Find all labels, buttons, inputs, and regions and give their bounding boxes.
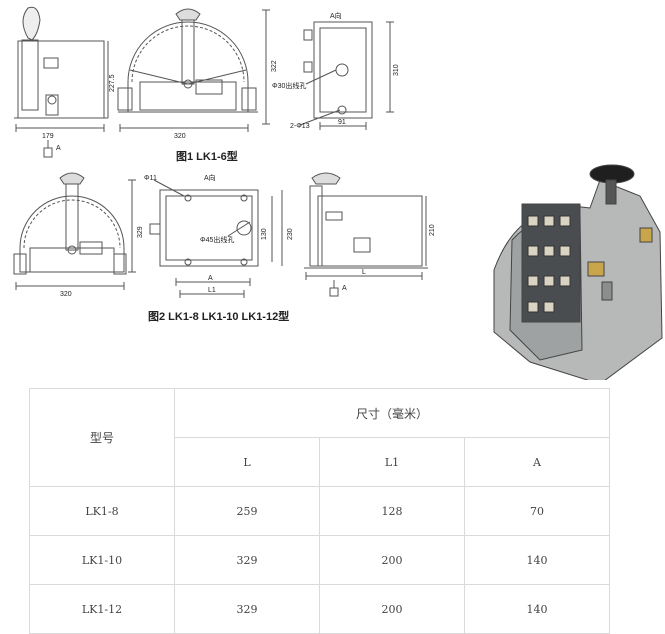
fig1-hole-note: Φ30出线孔 (272, 81, 306, 90)
fig1-a-view (299, 21, 394, 130)
row-value-L1: 128 (319, 486, 465, 536)
row-value-L: 329 (174, 535, 320, 585)
fig1-dim-322: 322 (271, 60, 278, 72)
fig2-dim-320: 320 (60, 291, 72, 298)
fig2-dim-A: A (208, 275, 213, 282)
fig1-a-dir: A向 (330, 11, 342, 20)
fig1-dim-310: 310 (393, 64, 400, 76)
fig2-front-view (13, 172, 136, 290)
row-model: LK1-10 (29, 535, 175, 585)
row-value-A: 140 (463, 584, 611, 634)
technical-drawings: 179 320 227.5 322 310 91 A向 Φ30出线孔 2-Φ13… (13, 6, 663, 380)
fig2-dim-L: L (362, 269, 366, 276)
fig1-dim-91: 91 (338, 119, 346, 126)
fig1-side-view (14, 6, 109, 158)
size-header: 尺寸（毫米） (173, 388, 611, 438)
row-value-L: 329 (174, 584, 320, 634)
model-header: 型号 (29, 388, 175, 487)
fig1-caption: 图1 LK1-6型 (176, 151, 238, 163)
fig1-dim-320: 320 (174, 133, 186, 140)
fig1-dim-179: 179 (42, 133, 54, 140)
row-value-A: 140 (463, 535, 611, 585)
table-row: LK1-8 259 128 70 (29, 486, 611, 536)
row-value-A: 70 (463, 486, 611, 536)
fig1-bolt-note: 2-Φ13 (290, 123, 310, 130)
row-model: LK1-8 (29, 486, 175, 536)
fig2-dim-L1: L1 (208, 287, 216, 294)
row-value-L1: 200 (319, 535, 465, 585)
table-row: LK1-12 329 200 140 (29, 584, 611, 634)
fig2-d11-note: Φ11 (144, 175, 157, 182)
fig2-dim-210: 210 (429, 224, 436, 236)
table-row: LK1-10 329 200 140 (29, 535, 611, 585)
product-photo (493, 164, 663, 380)
row-value-L1: 200 (319, 584, 465, 634)
fig1-front-view (117, 8, 270, 132)
fig1-dim-227: 227.5 (109, 74, 116, 92)
row-model: LK1-12 (29, 584, 175, 634)
fig2-dim-329: 329 (137, 226, 144, 238)
fig2-hole-note: Φ45出线孔 (200, 235, 234, 244)
col-header-A: A (463, 437, 611, 487)
col-header-L: L (174, 437, 320, 487)
row-value-L: 259 (174, 486, 320, 536)
fig2-side-view (304, 172, 428, 297)
fig2-dim-230: 230 (287, 228, 294, 240)
dimension-table: 型号 尺寸（毫米） L L1 A LK1-8 259 128 70 LK1-10… (29, 388, 611, 634)
fig2-dim-130: 130 (261, 228, 268, 240)
col-header-L1: L1 (319, 437, 465, 487)
fig2-arrow-a: A (342, 285, 347, 292)
fig1-arrow-a: A (56, 145, 61, 152)
drawing-canvas: 179 320 227.5 322 310 91 A向 Φ30出线孔 2-Φ13… (13, 6, 663, 380)
fig2-a-view (149, 179, 283, 298)
fig2-caption: 图2 LK1-8 LK1-10 LK1-12型 (148, 311, 290, 323)
fig2-a-dir: A向 (204, 173, 216, 182)
